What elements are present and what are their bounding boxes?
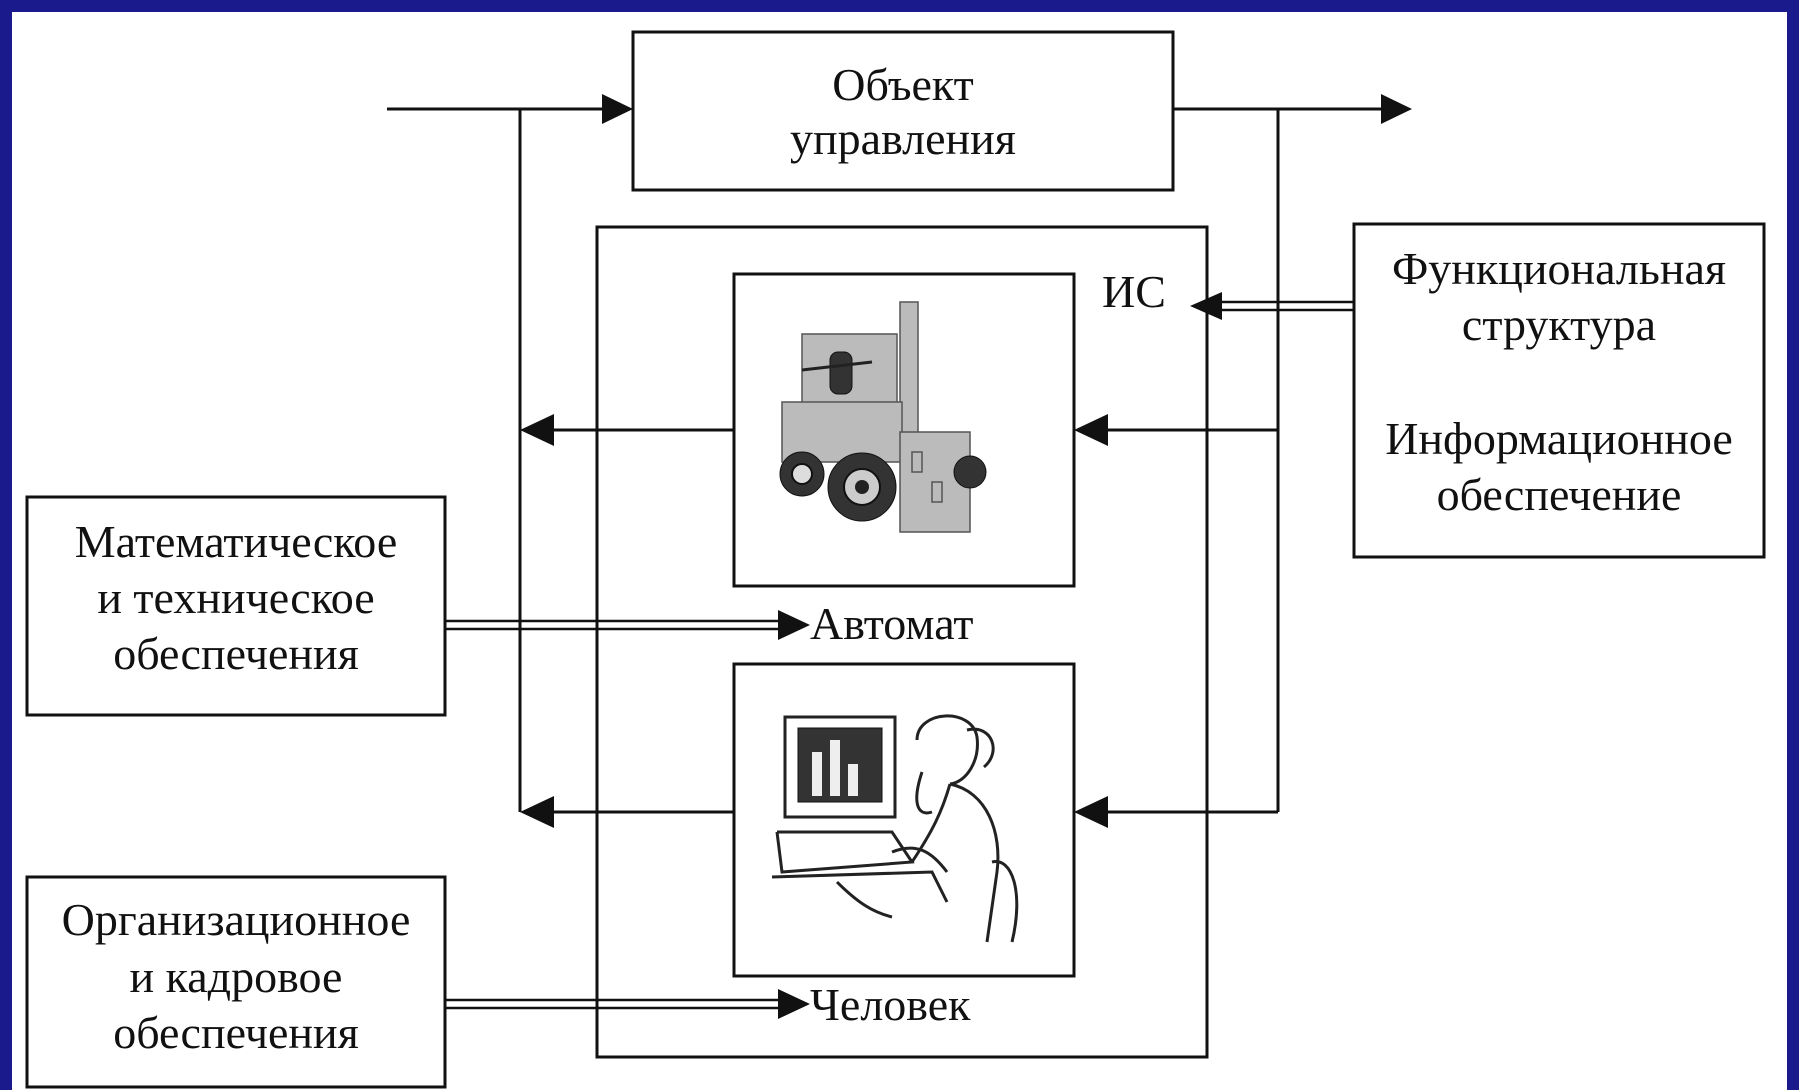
automat-picture-box [732,272,1076,588]
is-arrowhead [1190,292,1222,320]
is-label: ИС [1102,266,1166,317]
right-box-line2: структура [1462,299,1656,350]
output-arrowhead [1381,94,1412,124]
automat-to-bus-arrowhead [520,414,554,446]
machine-tool-icon [779,301,987,533]
human-picture-box [732,662,1076,978]
slide: Объект управления ИС Функциональная стру… [12,12,1787,1090]
math-box-line1: Математическое [75,516,398,567]
math-tech-support-box: Математическое и техническое обеспечения [25,495,447,717]
org-staff-support-box: Организационное и кадровое обеспечения [25,875,447,1089]
right-box-line4: обеспечение [1437,469,1682,520]
object-box-line1: Объект [832,59,974,110]
object-box-line2: управления [790,113,1016,164]
input-arrowhead [602,94,633,124]
automat-label: Автомат [810,598,974,649]
org-box-line2: и кадровое [130,951,343,1002]
bus-to-automat-arrowhead [1074,414,1108,446]
math-box-line2: и техническое [97,572,374,623]
org-arrowhead [778,989,810,1019]
right-box-line3: Информационное [1385,413,1733,464]
right-box-line1: Функциональная [1392,243,1726,294]
object-of-control-box: Объект управления [631,30,1175,192]
math-arrowhead [778,610,810,640]
person-at-computer-icon [771,714,1019,943]
bus-to-human-arrowhead [1074,796,1108,828]
math-box-line3: обеспечения [113,628,359,679]
human-to-bus-arrowhead [520,796,554,828]
control-system-diagram: Объект управления ИС Функциональная стру… [25,30,1766,1089]
functional-structure-box: Функциональная структура Информационное … [1352,222,1766,559]
org-box-line1: Организационное [62,894,411,945]
human-label: Человек [810,979,971,1030]
org-box-line3: обеспечения [113,1007,359,1058]
